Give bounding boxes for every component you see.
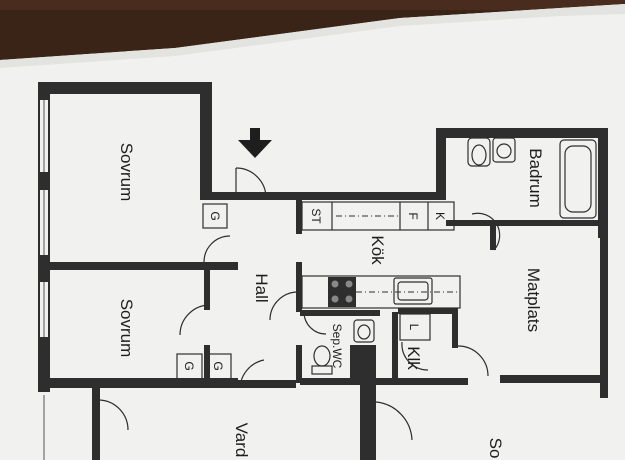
stove [328,277,356,307]
closet-label-g-bottom-right: G [211,361,225,370]
room-label-living-partial: Vard [232,423,251,458]
paper-shadow [0,4,625,68]
closet-label-g-bottom-left: G [182,361,196,370]
room-label-bedroom-bottom: Sovrum [117,299,136,358]
fixture-label-f: F [406,212,420,219]
table-top-strip [0,0,625,10]
room-label-bedroom-top: Sovrum [117,143,136,202]
fixture-outlines [176,137,597,380]
paper-sheet [0,4,625,460]
fixture-label-st: ST [309,208,323,224]
room-label-wc: Sep.WC [330,324,344,369]
entrance-arrow-icon [238,128,272,158]
room-label-klk: Klk [404,346,423,370]
kitchen-dash-lines [336,215,460,293]
room-label-hall: Hall [252,273,271,302]
door-swings [99,167,501,441]
room-label-bottom-right-partial: So [486,438,505,459]
fixture-label-k: K [433,212,447,220]
walls [38,82,608,460]
room-label-bathroom: Badrum [526,148,545,208]
room-label-dining: Matplats [524,268,543,332]
room-label-kitchen: Kök [368,235,387,265]
fixture-label-l: L [407,324,421,331]
closet-label-g-top: G [208,211,222,220]
